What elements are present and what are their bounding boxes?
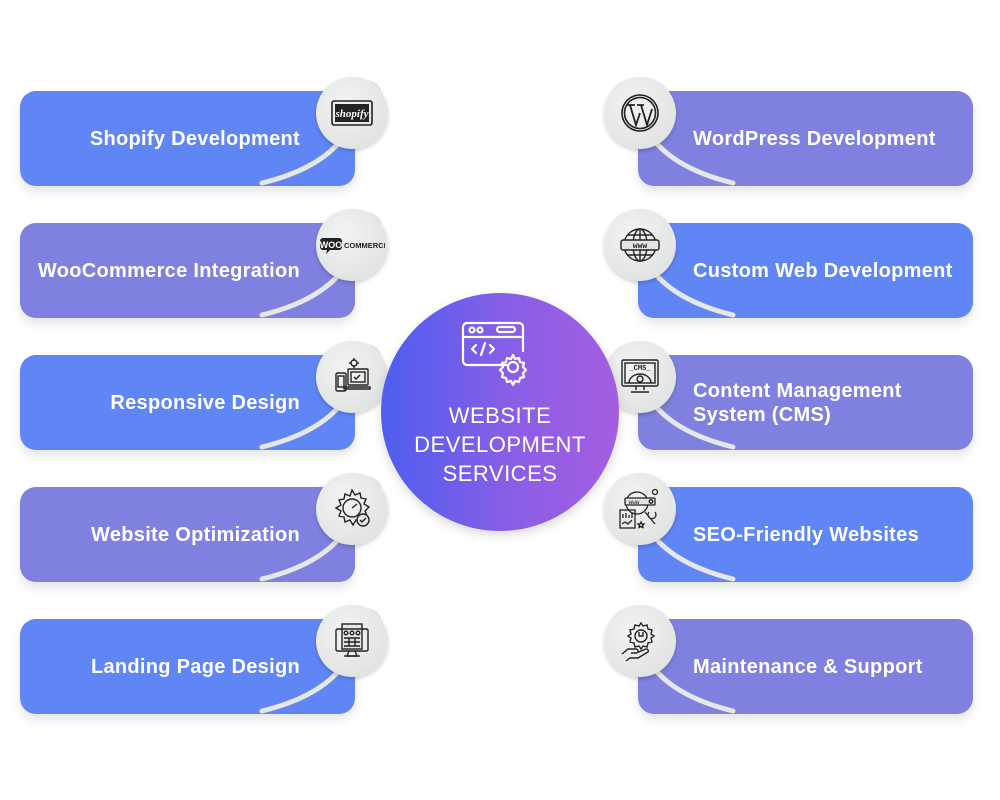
service-label: SEO-Friendly Websites xyxy=(693,523,919,546)
svg-text:www: www xyxy=(633,242,648,251)
service-label: WooCommerce Integration xyxy=(37,259,300,282)
service-card: SEO-Friendly Websites xyxy=(638,487,973,582)
icon-badge xyxy=(316,341,388,413)
landing-page-monitor-icon xyxy=(332,621,372,661)
service-label: Website Optimization xyxy=(91,523,300,546)
service-card: Landing Page Design xyxy=(20,619,355,714)
service-label: Shopify Development xyxy=(89,127,300,150)
center-title-line: DEVELOPMENT xyxy=(414,432,586,457)
service-card: WordPress Development xyxy=(638,91,973,186)
svg-text:shopify: shopify xyxy=(335,108,369,120)
icon-badge xyxy=(604,605,676,677)
wordpress-logo-icon xyxy=(619,92,661,134)
responsive-devices-icon xyxy=(332,357,372,397)
service-label: Maintenance & Support xyxy=(693,655,923,678)
service-label: Custom Web Development xyxy=(693,259,953,282)
seo-search-icon: www xyxy=(617,486,663,532)
web-code-gear-icon xyxy=(461,321,528,387)
icon-badge xyxy=(316,473,388,545)
icon-badge xyxy=(316,605,388,677)
www-globe-icon: www xyxy=(618,225,662,265)
center-title-line: SERVICES xyxy=(442,461,558,486)
center-title: WEBSITE DEVELOPMENT SERVICES xyxy=(381,401,619,488)
center-title-line: WEBSITE xyxy=(448,403,552,428)
svg-text:WOO: WOO xyxy=(320,240,343,250)
icon-badge: www xyxy=(604,209,676,281)
cms-monitor-icon: _CMS_ xyxy=(619,356,661,398)
service-card: WooCommerce Integration xyxy=(20,223,355,318)
icon-badge xyxy=(604,77,676,149)
icon-badge: www xyxy=(604,473,676,545)
gear-speedometer-icon xyxy=(330,487,374,531)
service-label: Content Management System (CMS) xyxy=(693,379,902,426)
service-label: WordPress Development xyxy=(693,127,936,150)
svg-text:COMMERCE: COMMERCE xyxy=(344,241,385,250)
service-card: Shopify Development xyxy=(20,91,355,186)
maintenance-hand-gear-icon xyxy=(619,620,661,662)
service-card: Website Optimization xyxy=(20,487,355,582)
service-label: Landing Page Design xyxy=(90,655,300,678)
center-hub: WEBSITE DEVELOPMENT SERVICES xyxy=(381,293,619,531)
icon-badge: shopify xyxy=(316,77,388,149)
svg-text:_CMS_: _CMS_ xyxy=(628,365,651,373)
shopify-logo-icon: shopify xyxy=(330,98,374,128)
svg-text:www: www xyxy=(629,499,640,506)
service-label: Responsive Design xyxy=(110,391,300,414)
